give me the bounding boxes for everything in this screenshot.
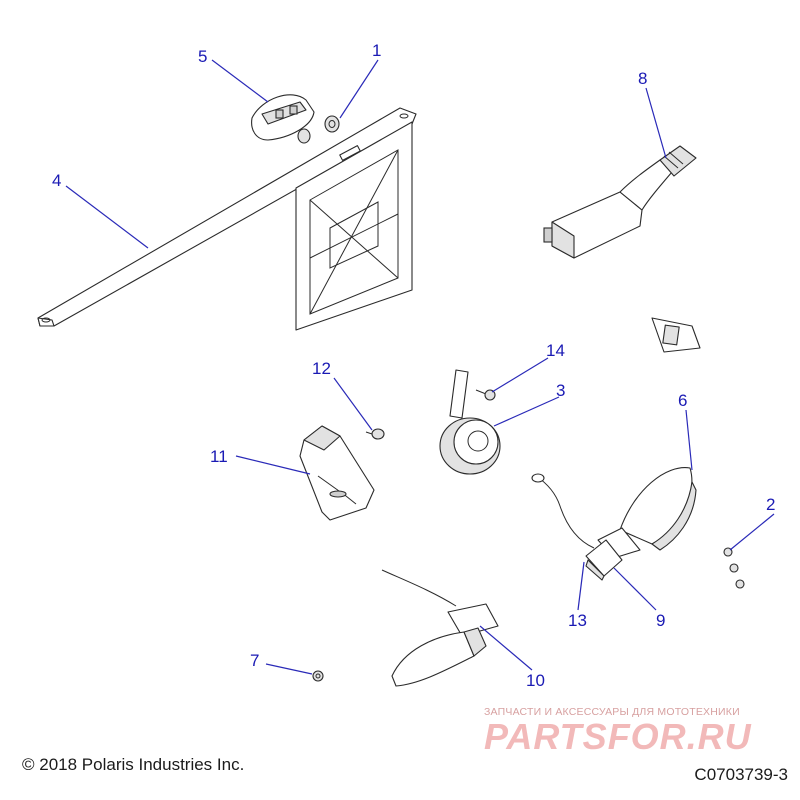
callout-9: 9 [656,611,665,630]
license-plate-frame [295,121,413,331]
leader-lines [65,59,775,675]
nut-7 [312,670,324,682]
signal-mount [585,539,623,581]
grommet [297,115,340,144]
callout-12: 12 [312,359,331,378]
turn-signal-right [531,467,697,559]
callout-11: 11 [210,447,228,466]
turn-signal-left [381,569,499,687]
nuts-2 [723,547,745,589]
watermark-brand: PARTSFOR.RU [484,716,752,757]
callout-6: 6 [678,391,687,410]
callout-13: 13 [568,611,587,630]
switch-harness [543,145,701,353]
callout-4: 4 [52,171,61,190]
plate-light [251,94,315,141]
callout-5: 5 [198,47,207,66]
relay [299,425,375,521]
copyright-notice: © 2018 Polaris Industries Inc. [22,755,245,774]
watermark-tagline: ЗАПЧАСТИ И АКСЕССУАРЫ ДЛЯ МОТОТЕХНИКИ [484,706,740,718]
screw-14 [475,389,496,401]
callout-7: 7 [250,651,259,670]
screw-12 [365,428,385,440]
callout-labels: 1 2 3 4 5 6 7 8 9 10 11 12 13 14 [52,41,775,690]
horn [439,369,501,475]
drawing-code: C0703739-3 [694,765,788,784]
callout-14: 14 [546,341,565,360]
callout-10: 10 [526,671,545,690]
callout-3: 3 [556,381,565,400]
callout-8: 8 [638,69,647,88]
watermark: ЗАПЧАСТИ И АКСЕССУАРЫ ДЛЯ МОТОТЕХНИКИ PA… [484,706,784,758]
callout-2: 2 [766,495,775,514]
callout-1: 1 [372,41,381,60]
